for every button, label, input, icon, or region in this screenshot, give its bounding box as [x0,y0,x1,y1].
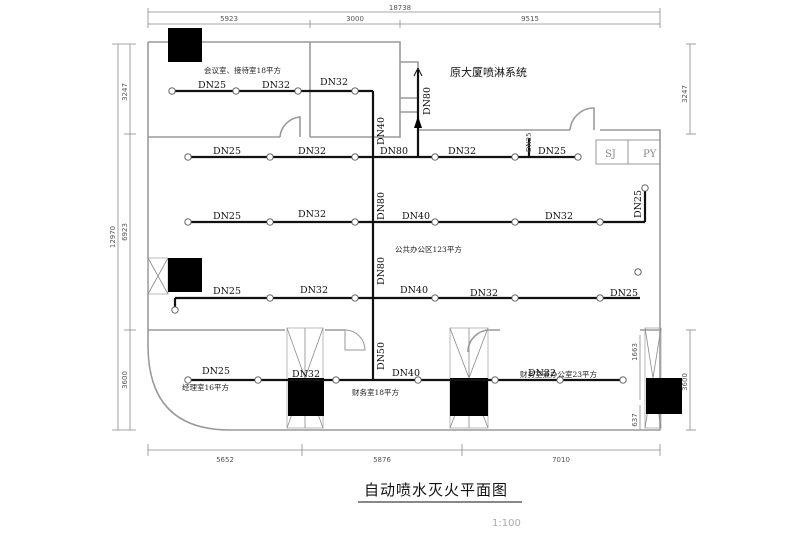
room-manager: 经理室16平方 [182,382,230,392]
riser-label: DN80 [376,192,387,220]
pipe-label: DN32 [320,77,348,88]
pipe-label: DN25 [610,288,638,299]
pipe-label: DN32 [298,209,326,220]
riser-arrow-icon [413,67,423,77]
column [168,28,202,62]
dim-left-total: 12970 [109,226,117,248]
shaft-boxes [147,257,662,429]
column [168,258,202,292]
dim-top-2: 3000 [346,15,364,23]
pipe-label: DN32 [292,369,320,380]
sprinkler-heads [168,87,649,384]
riser-label: DN80 [376,257,387,285]
pipe-label: DN32 [545,211,573,222]
pipe-label: DN25 [213,286,241,297]
room-sj: SJ [605,149,616,160]
valve-icon [414,116,422,128]
pipe-label: DN80 [380,146,408,157]
pipe-label: DN25 [213,146,241,157]
dim-bottom-1: 5652 [216,456,234,464]
dim-right-inner-2: 637 [631,413,639,426]
dim-top-3: 9515 [521,15,539,23]
pipe-label: DN40 [400,285,428,296]
pipe-label: DN32 [528,368,556,379]
pipe-label: DN25 [538,146,566,157]
pipe-label: DN40 [392,368,420,379]
room-finance: 财务室18平方 [352,387,400,397]
pipe-label: DN25 [198,80,226,91]
dim-top-1: 5923 [220,15,238,23]
riser-label: DN50 [376,342,387,370]
sprinkler-pipes [172,70,647,382]
walls [147,41,661,431]
pipe-label: DN32 [262,80,290,91]
room-office: 公共办公区123平方 [395,244,462,254]
pipe-label: DN40 [402,211,430,222]
dimension-lines [112,8,696,456]
dim-top-total: 18738 [389,4,411,12]
room-meeting: 会议室、接待室18平方 [204,65,282,75]
pipe-label: DN32 [470,288,498,299]
riser-label: DN40 [376,117,387,145]
column [646,378,682,414]
dim-right-inner-1: 1663 [631,343,639,361]
dim-left-2: 6923 [121,223,129,241]
dim-left-1: 3247 [121,83,129,101]
system-label: 原大厦喷淋系统 [450,65,527,79]
drawing-title: 自动喷水灭火平面图 [364,481,508,499]
structural-columns [168,28,682,416]
small-pipe-label: DN25 [525,132,533,152]
pipe-label: DN25 [202,366,230,377]
pipe-label: DN32 [298,146,326,157]
column [450,378,488,416]
dim-bottom-2: 5876 [373,456,391,464]
dim-right-1: 3247 [681,85,689,103]
column [288,378,324,416]
drawing-scale: 1:100 [492,518,521,529]
dim-right-2: 3600 [681,373,689,391]
supply-label: DN80 [422,87,433,115]
dim-left-3: 3600 [121,371,129,389]
dim-bottom-3: 7010 [552,456,570,464]
room-admin: 财务室兼办公室23平方 [520,369,598,379]
room-py: PY [643,149,657,160]
pipe-label: DN32 [448,146,476,157]
pipe-label: DN32 [300,285,328,296]
pipe-label: DN25 [633,190,644,218]
pipe-label: DN25 [213,211,241,222]
